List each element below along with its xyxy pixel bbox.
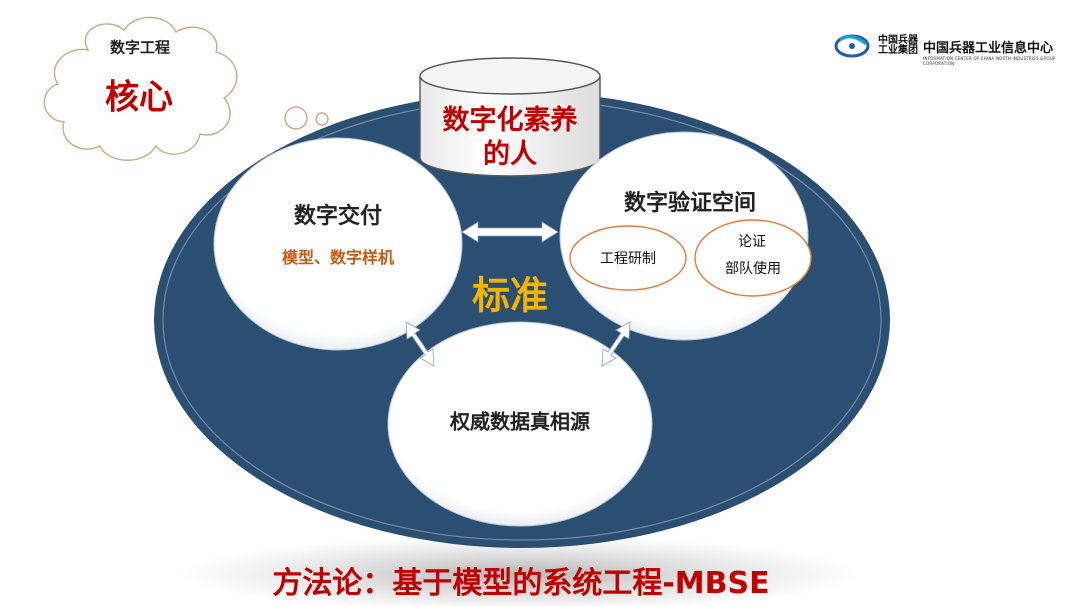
authoritative-circle (387, 321, 653, 527)
drum-label: 数字化素养 的人 (443, 104, 578, 172)
arrow-delivery-verification (461, 221, 559, 243)
delivery-circle (213, 137, 463, 351)
logo-english: INFORMATION CENTER OF CHINA NORTH INDUST… (923, 56, 1056, 66)
verification-title: 数字验证空间 (623, 191, 757, 216)
rd-ellipse (569, 225, 687, 291)
logo-swirl-icon (834, 34, 870, 58)
delivery-title: 数字交付 (293, 204, 383, 229)
proof-label-line2: 部队使用 (725, 261, 781, 277)
logo-mark: 中国兵器 工业集团 (878, 36, 922, 56)
proof-ellipse (694, 219, 812, 297)
logo-name-block: 中国兵器工业信息中心 INFORMATION CENTER OF CHINA N… (923, 37, 1080, 66)
authoritative-title: 权威数据真相源 (450, 409, 590, 434)
standard-label: 标准 (471, 273, 549, 318)
logo-name: 中国兵器工业信息中心 (923, 41, 1054, 56)
drum-label-line1: 数字化素养 (442, 105, 578, 136)
thought-cloud (43, 16, 329, 161)
logo-mark-line1: 中国兵器 (878, 35, 918, 46)
logo-mark-line2: 工业集团 (878, 45, 918, 56)
people-drum (419, 57, 601, 177)
arrow-verification-authoritative (601, 321, 631, 367)
drum-label-line2: 的人 (483, 139, 537, 170)
cloud-big-label: 核心 (105, 77, 173, 118)
arrow-delivery-authoritative (405, 321, 435, 367)
cloud-small-label: 数字工程 (109, 38, 171, 57)
rd-label: 工程研制 (600, 251, 656, 267)
methodology-title: 方法论：基于模型的系统工程-MBSE (272, 566, 770, 601)
delivery-subtitle: 模型、数字样机 (281, 248, 395, 267)
proof-label-line1: 论证 (738, 234, 766, 250)
floor-shadow (180, 536, 860, 606)
